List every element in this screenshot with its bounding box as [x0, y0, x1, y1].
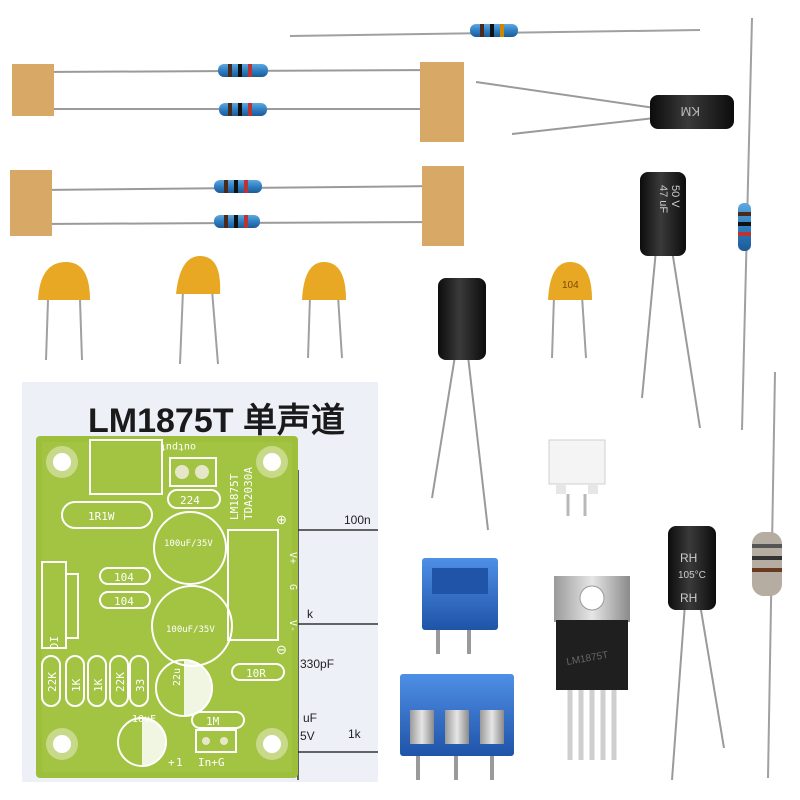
schematic-c-330p: 330pF	[300, 657, 334, 671]
resistor-strip-top	[12, 62, 464, 142]
ecap-small-mark: KM	[681, 104, 701, 119]
pcb-output-footprint: output	[89, 439, 217, 495]
ceramic-mark-104: 104	[562, 280, 579, 291]
pcb-chip-label-1: LM1875T	[228, 473, 241, 520]
pcb-resistor-4: 22K	[114, 672, 127, 692]
terminal-block-3pin	[400, 674, 514, 780]
pcb-chip-label-2: TDA2030A	[242, 467, 255, 520]
pcb-resistor-2: 1K	[70, 678, 83, 692]
pcb-power-vplus: V+	[287, 552, 298, 564]
lm1875t-chip: LM1875T	[554, 576, 630, 760]
ceramic-cap-1	[38, 262, 90, 361]
white-connector	[548, 439, 606, 516]
pcb-c-104-b: 104	[114, 595, 134, 608]
ecap-50v-mark-2: 47 uF	[657, 185, 669, 213]
pcb-r-10r: 10R	[246, 667, 266, 680]
ceramic-cap-104: 104	[548, 262, 592, 359]
pcb-c-10uf: 10uF	[132, 714, 156, 725]
pcb-input-label: In+G	[198, 756, 225, 769]
power-resistor	[752, 371, 782, 779]
tape-left-2	[10, 170, 52, 236]
resistor-vertical-right	[738, 17, 753, 431]
pcb-resistor-1: 22K	[46, 672, 59, 692]
terminal-block-2pin	[422, 558, 498, 654]
pcb-power-g: G	[287, 584, 298, 590]
pcb-resistor-3: 1K	[92, 678, 105, 692]
resistor-2	[219, 103, 267, 116]
schematic-c-uf: uF	[303, 711, 317, 725]
electrolytic-cap-small: KM	[475, 81, 734, 135]
pcb-cap-22u: 22u	[172, 668, 183, 686]
pcb-resistor-5: 33	[134, 679, 147, 692]
ceramic-cap-3	[302, 262, 346, 359]
resistor-loose-top	[289, 24, 701, 37]
pcb-one-mark: 1	[176, 756, 183, 769]
pcb-power-vminus: V-	[287, 620, 298, 632]
pcb-board: output LM1875T TDA2030A 1R1W 224 100uF/3…	[36, 436, 298, 778]
ecap-rh-mark-3: RH	[680, 591, 697, 605]
electrolytic-cap-50v: 50 V 47 uF	[640, 172, 701, 429]
mounting-holes	[46, 446, 288, 760]
tape-left-1	[12, 64, 54, 116]
pcb-polarity-plus: ⊕	[276, 512, 287, 527]
pcb-r-1m: 1M	[206, 715, 220, 728]
pcb-resistor-row: 22K 1K 1K 22K 33	[41, 655, 149, 707]
schematic-c-100n: 100n	[344, 513, 371, 527]
pcb-c-224: 224	[180, 494, 200, 507]
sheet-title: LM1875T 单声道	[88, 402, 345, 440]
pcb-ic-label: IC	[47, 636, 60, 649]
pcb-polarity-minus: ⊖	[276, 642, 287, 657]
pcb-cap-100uf-b: 100uF/35V	[166, 625, 215, 635]
pcb-output-label: output	[160, 441, 196, 452]
tape-right-2	[422, 166, 464, 246]
tape-right-1	[420, 62, 464, 142]
pcb-cap-100uf-a: 100uF/35V	[164, 539, 213, 549]
electrolytic-cap-rh: RH 105°C RH	[668, 526, 725, 781]
electrolytic-cap-mid	[431, 278, 489, 531]
pcb-plus-mark: +	[168, 756, 175, 769]
resistor-1	[218, 64, 268, 77]
schematic-r-k: k	[307, 607, 314, 621]
ceramic-cap-2	[176, 256, 221, 365]
pcb-c-104-a: 104	[114, 571, 134, 584]
resistor-strip-bottom	[10, 166, 464, 246]
ecap-rh-mark-2: 105°C	[678, 570, 706, 581]
pcb-r-1r1w: 1R1W	[88, 510, 115, 523]
schematic-r-1k: 1k	[348, 727, 362, 741]
ecap-50v-mark-1: 50 V	[669, 185, 681, 208]
schematic-v5: 5V	[300, 729, 315, 743]
ecap-rh-mark-1: RH	[680, 551, 697, 565]
